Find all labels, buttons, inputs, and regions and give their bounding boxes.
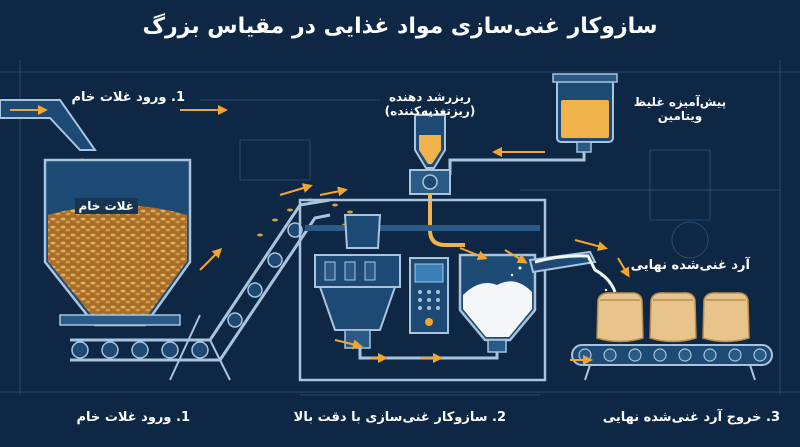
input-chute [0,99,97,151]
grain-input-label: 1. ورود غلات خام [71,90,185,105]
micronutrient-dispenser-label: ریزرشد دهنده (ریزتغذیه‌کننده) [384,90,476,118]
micronutrient-feed [428,194,465,247]
flour-sack [649,292,697,343]
flour-sacks [596,292,750,343]
flour-sack [702,292,750,343]
grain-conveyor [70,198,331,381]
transfer-pipe [358,348,499,360]
vitamin-premix-label: پیش‌آمیزه غلیظ ویتامین [633,95,727,123]
output-conveyor [571,344,773,381]
step-2-caption: 2. سازوکار غنی‌سازی با دقت بالا [293,410,506,425]
page-title: سازوکار غنی‌سازی مواد غذایی در مقیاس بزر… [142,14,658,39]
vitamin-premix-tank [552,73,618,153]
micronutrient-dispenser [409,114,451,195]
flow-arrows [10,105,630,365]
step-1-caption: 1. ورود غلات خام [76,410,190,425]
control-panel [409,257,449,334]
fortification-machine [298,198,547,382]
raw-grain-label: غلات خام [74,198,138,214]
premix-pipe [448,152,586,175]
flour-output-chute [510,250,617,298]
flour-sack [596,292,644,343]
mixing-tank [458,253,537,353]
raw-grain-hopper [43,158,192,327]
step-3-caption: 3. خروج آرد غنی‌شده نهایی [602,410,780,425]
final-flour-label: آرد غنی‌شده نهایی [630,258,750,273]
